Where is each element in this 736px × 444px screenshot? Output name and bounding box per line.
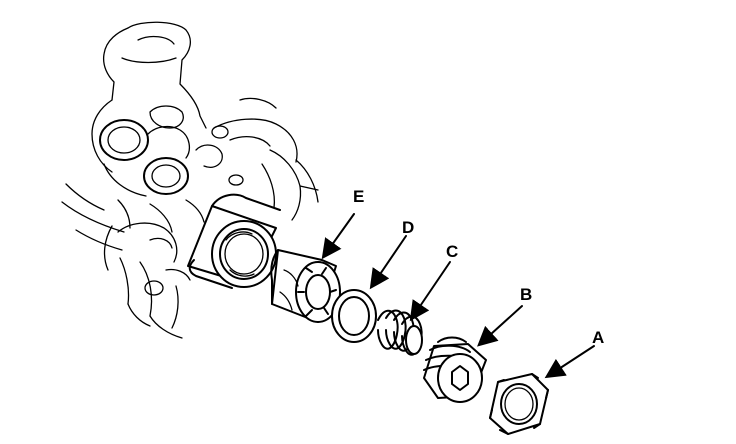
label-e: E [353,187,364,206]
arrow-c [409,261,451,322]
part-labels: E D C B A [353,187,604,347]
label-c: C [446,242,458,261]
label-d: D [402,218,414,237]
part-a-locknut [489,373,549,435]
callout-arrows [321,213,595,379]
part-e-sleeve [270,249,341,323]
arrow-d [369,235,407,290]
valve-body-bore [187,193,281,289]
arrow-b [477,305,523,347]
transmission-housing [61,21,319,339]
part-c-spring [377,309,423,356]
label-b: B [520,285,532,304]
arrow-e [321,213,355,260]
arrow-a [544,345,595,379]
part-d-washer [331,289,377,343]
label-a: A [592,328,604,347]
part-b-plug [423,336,487,403]
